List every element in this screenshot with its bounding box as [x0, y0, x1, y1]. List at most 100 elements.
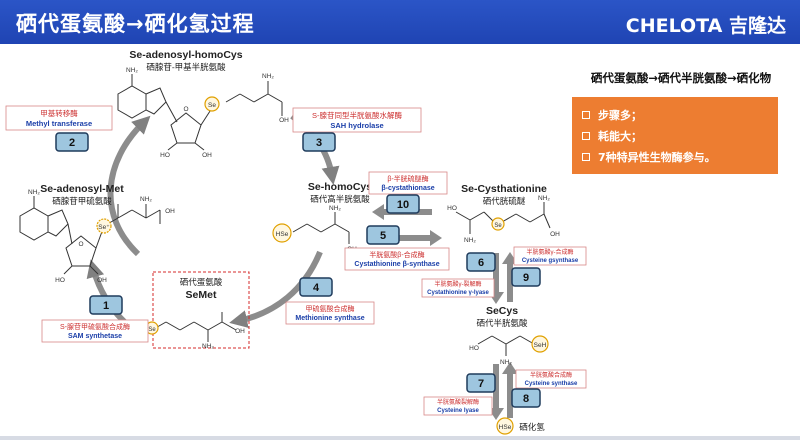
nh2-label-sah-chain: NH₂ — [262, 73, 274, 80]
enzyme-label-e3: S-腺苷同型半胱氨酸水解酶 SAH hydrolase — [292, 107, 422, 133]
enzyme-label-e2: 甲基转移酶 Methyl transferase — [5, 105, 113, 131]
enzyme-label-e9: 半胱氨酸γ-合成酶 Cysteine gsynthase — [513, 246, 587, 266]
enzyme-label-e4: 甲硫氨酸合成酶 Methionine synthase — [285, 301, 375, 325]
nh2-label-sah-ring: NH₂ — [126, 67, 138, 74]
seh-atom-secys — [531, 335, 549, 353]
hse-atom-homocys — [272, 223, 292, 243]
summary-title: 硒代蛋氨酸→硒代半胱氨酸→硒化物 — [590, 71, 772, 85]
enzyme-e9-en: Cysteine gsynthase — [522, 258, 579, 264]
enzyme-e2-en: Methyl transferase — [26, 119, 92, 128]
nh2-label-sam-ring: NH₂ — [28, 189, 40, 196]
se-atom-cysth — [491, 217, 505, 231]
step-badge-6: 6 — [466, 252, 496, 272]
step-badge-7: 7 — [466, 373, 496, 393]
oh-label-cysth: OH — [550, 231, 560, 238]
structure-sah — [117, 74, 283, 151]
se-label-sah: Se — [208, 102, 216, 109]
nh2-label-sam-chain: NH₂ — [140, 196, 152, 203]
summary-item: 7种特异性生物酶参与。 — [582, 147, 768, 168]
ho-label-cysth: HO — [447, 205, 457, 212]
footer-divider — [0, 436, 800, 440]
hse-label-final: HSe — [499, 424, 512, 431]
enzyme-e4-en: Methionine synthase — [295, 315, 364, 322]
enzyme-e10-en: β-cystathionase — [381, 185, 434, 192]
step-badge-5: 5 — [366, 225, 400, 245]
svg-text:6: 6 — [478, 257, 484, 269]
ho-label-sam-sugar: HO — [55, 277, 65, 284]
se-label-sam: Se⁺ — [98, 224, 109, 231]
summary-item: 耗能大； — [582, 126, 768, 147]
enzyme-label-e8: 半胱氨酸合成酶 Cysteine synthase — [515, 369, 587, 389]
summary-item: 步骤多； — [582, 105, 768, 126]
compound-hse-zh: 硒化氢 — [519, 422, 545, 432]
enzyme-e3-zh: S-腺苷同型半胱氨酸水解酶 — [312, 110, 402, 120]
enzyme-e9-zh: 半胱氨酸γ-合成酶 — [527, 248, 574, 256]
compound-sam-en: Se-adenosyl-Met — [40, 183, 124, 195]
se-label-semet: Se — [148, 327, 156, 333]
enzyme-e6-en: Cystathionine γ-lyase — [427, 290, 489, 296]
pathway-diagram: Se NH₂ NH₂ OH HO OH O Se-adenosyl-homoCy… — [5, 49, 587, 435]
seh-label-secys: SeH — [534, 342, 547, 349]
header-bar: 硒代蛋氨酸→硒化氢过程 CHELOTA 吉隆达 — [0, 0, 800, 44]
summary-item-label: 耗能大； — [598, 130, 642, 143]
enzyme-e7-en: Cysteine lyase — [437, 408, 479, 414]
compound-semet-en: SeMet — [186, 289, 217, 301]
compound-secys-zh: 硒代半胱氨酸 — [476, 318, 528, 328]
step-badge-3: 3 — [302, 132, 336, 152]
enzyme-e7-zh: 半胱氨酸裂解酶 — [437, 398, 479, 406]
se-atom-sah — [204, 96, 220, 112]
hse-label-homocys: HSe — [276, 231, 289, 238]
compound-secys-en: SeCys — [486, 305, 518, 317]
structure-homocys — [292, 212, 350, 244]
oh-label-sah-sugar: OH — [202, 152, 212, 159]
compound-homocys-en: Se-homoCys — [308, 181, 372, 193]
svg-text:7: 7 — [478, 378, 484, 390]
structure-semet — [151, 312, 237, 342]
summary-box: 步骤多； 耗能大； 7种特异性生物酶参与。 — [572, 97, 778, 174]
enzyme-e4-zh: 甲硫氨酸合成酶 — [306, 304, 355, 313]
summary-item-label: 7种特异性生物酶参与。 — [598, 151, 716, 164]
step-badge-10: 10 — [386, 194, 420, 214]
oh-label-sah-acid: OH — [279, 117, 289, 124]
svg-text:1: 1 — [103, 300, 109, 312]
enzyme-label-e10: β-半胱硫醚酶 β-cystathionase — [368, 171, 448, 195]
enzyme-e10-zh: β-半胱硫醚酶 — [387, 174, 428, 183]
ho-label-secys: HO — [469, 345, 479, 352]
ho-label-sah-sugar: HO — [160, 152, 170, 159]
enzyme-e6-zh: 半胱氨酸γ-裂解酶 — [435, 280, 482, 288]
square-bullet-icon — [582, 132, 590, 140]
svg-text:3: 3 — [316, 137, 322, 149]
compound-sah-zh: 硒腺苷-甲基半胱氨酸 — [146, 62, 226, 72]
enzyme-e8-en: Cysteine synthase — [525, 381, 578, 387]
svg-text:8: 8 — [523, 393, 529, 405]
svg-text:2: 2 — [69, 137, 75, 149]
compound-cysth-zh: 硒代胱硫醚 — [483, 196, 526, 206]
compound-sah-en: Se-adenosyl-homoCys — [129, 49, 242, 61]
se-label-cysth: Se — [494, 223, 502, 229]
nh2-label-homocys: NH₂ — [329, 205, 341, 212]
enzyme-label-e7: 半胱氨酸裂解酶 Cysteine lyase — [423, 396, 493, 416]
enzyme-label-e1: S-腺苷甲硫氨酸合成酶 SAM synthetase — [41, 319, 149, 343]
step-badge-1: 1 — [89, 295, 123, 315]
summary-item-label: 步骤多； — [598, 109, 642, 122]
compound-sam-zh: 硒腺苷甲硫氨酸 — [52, 196, 112, 206]
hse-atom-final — [496, 417, 514, 435]
nh2-label-cysth-left: NH₂ — [464, 237, 476, 244]
structure-sam — [19, 196, 161, 275]
svg-text:5: 5 — [380, 230, 386, 242]
svg-text:10: 10 — [397, 199, 409, 211]
structure-secys — [477, 335, 535, 356]
svg-text:9: 9 — [523, 272, 529, 284]
nh2-label-semet: NH₂ — [202, 343, 214, 350]
step-badge-9: 9 — [511, 267, 541, 287]
enzyme-label-e6: 半胱氨酸γ-裂解酶 Cystathionine γ-lyase — [421, 278, 495, 298]
enzyme-label-e5: 半胱氨酸β-合成酶 Cystathionine β-synthase — [344, 247, 450, 271]
company-logo: CHELOTA 吉隆达 — [625, 15, 786, 37]
enzyme-e5-en: Cystathionine β-synthase — [354, 261, 439, 268]
step-badge-2: 2 — [55, 132, 89, 152]
semet-highlight-box — [152, 271, 250, 349]
cycle-arrow-2 — [107, 115, 151, 257]
o-label-sam-ring: O — [78, 241, 83, 248]
enzyme-e3-en: SAH hydrolase — [330, 121, 383, 130]
oh-label-semet: OH — [235, 328, 245, 335]
